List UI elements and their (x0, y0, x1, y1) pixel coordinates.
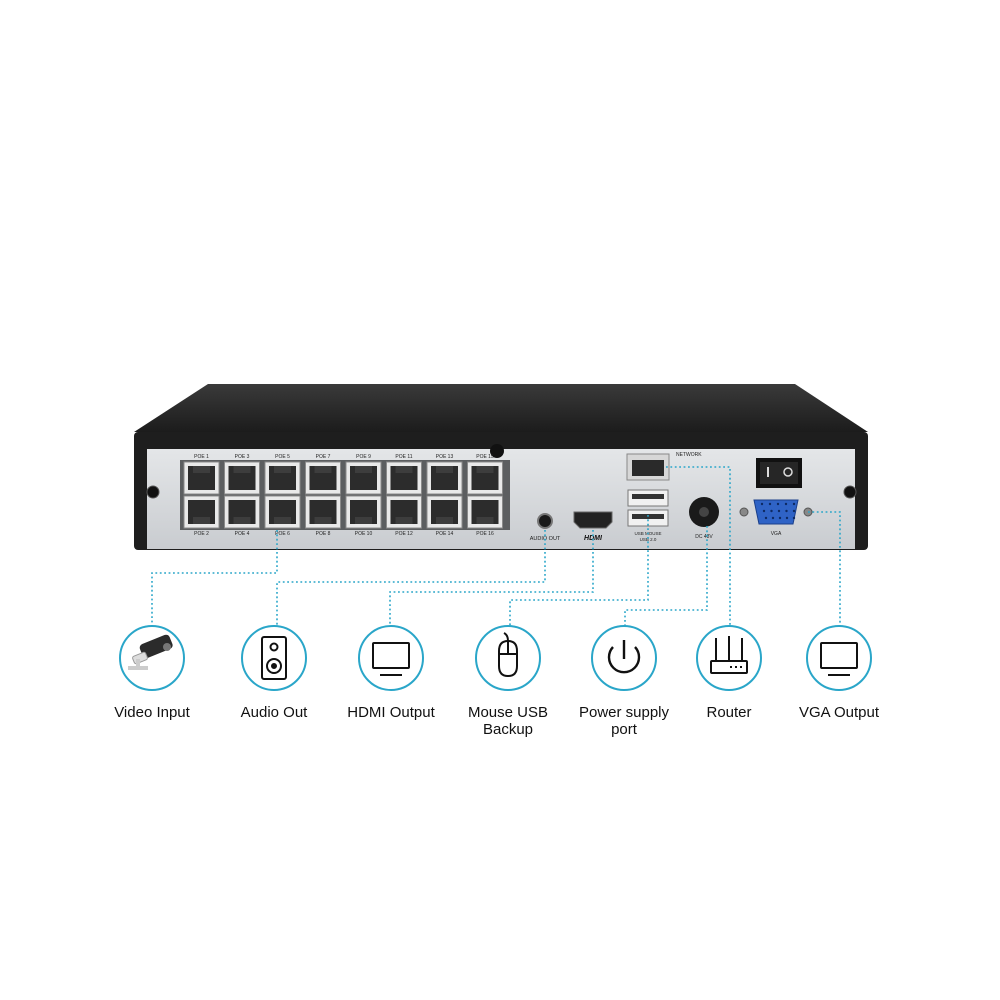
poe-port-label: POE 3 (235, 454, 250, 460)
poe-port-label: POE 6 (275, 531, 290, 537)
poe-port-label: POE 16 (476, 531, 494, 537)
feature-label-power-supply-port: Power supply port (559, 704, 689, 738)
feature-label-line: Router (706, 704, 752, 721)
vga-pin (785, 516, 789, 520)
chassis-top (134, 384, 868, 432)
poe-port (345, 495, 382, 529)
connector-lines (151, 466, 841, 626)
connector-mouse-usb (509, 515, 649, 626)
poe-port (426, 461, 463, 495)
feature-label-line: Video Input (114, 704, 190, 721)
vga-pin (784, 502, 788, 506)
poe-port-label: POE 8 (316, 531, 331, 537)
poe-port-label: POE 15 (476, 454, 494, 460)
poe-port-label: POE 10 (355, 531, 373, 537)
feature-label-line: Backup (482, 721, 534, 738)
poe-port (467, 495, 503, 529)
vga-pin (762, 509, 766, 513)
poe-port-label: POE 9 (356, 454, 371, 460)
feature-label-line: Power supply (578, 704, 670, 721)
feature-label-line: VGA Output (798, 704, 880, 721)
vga-pin (771, 516, 775, 520)
vga-pin (777, 509, 781, 513)
poe-port-label: POE 1 (194, 454, 209, 460)
feature-label-line: Audio Out (240, 704, 308, 721)
poe-port (183, 461, 220, 495)
connector-power-supply (624, 526, 708, 626)
poe-port-label: POE 13 (436, 454, 454, 460)
poe-port (305, 495, 341, 529)
connector-hdmi-output (389, 530, 594, 626)
feature-label-audio-out: Audio Out (209, 704, 339, 721)
chassis-screw-icon (490, 444, 504, 458)
dc-power-pin (699, 507, 709, 517)
vga-pin (785, 509, 788, 513)
connector-video-input (151, 530, 278, 626)
vga-port (753, 499, 799, 525)
hdmi-port-label: HDMI (584, 535, 603, 542)
poe-bottom-labels: POE 2 POE 4 POE 6 POE 8 POE 10 POE 12 POE 14 PO… (194, 531, 494, 537)
power-switch-mark (783, 467, 793, 477)
poe-port (264, 461, 301, 495)
vga-port-label: VGA (771, 531, 782, 537)
poe-port-block (180, 460, 510, 530)
feature-label-vga-output: VGA Output (774, 704, 904, 721)
network-port-socket (632, 460, 664, 476)
poe-port-label: POE 5 (275, 454, 290, 460)
vga-pin (776, 502, 780, 506)
feature-label-line: HDMI Output (347, 704, 435, 721)
hdmi-port (573, 511, 613, 529)
poe-port-label: POE 12 (395, 531, 413, 537)
chassis-screw-icon (146, 485, 160, 499)
dc-port-label: DC 48V (695, 534, 713, 540)
feature-label-mouse-usb-backup: Mouse USB Backup (443, 704, 573, 738)
power-switch-mark (767, 467, 769, 477)
feature-label-line: Mouse USB (467, 704, 549, 721)
poe-port (224, 495, 260, 529)
poe-port (386, 495, 422, 529)
poe-top-labels: POE 1 POE 3 POE 5 POE 7 POE 9 POE 11 POE 13 POE… (194, 454, 494, 460)
vga-pin (792, 509, 796, 513)
vga-pin (760, 502, 764, 506)
vga-pin (792, 516, 796, 520)
feature-label-line: port (611, 721, 637, 738)
vga-pin (768, 502, 772, 506)
vga-pin (778, 516, 782, 520)
poe-port (264, 495, 301, 529)
poe-port (345, 461, 382, 495)
poe-port-label: POE 4 (235, 531, 250, 537)
poe-port (183, 495, 220, 529)
poe-port (386, 461, 422, 495)
feature-label-hdmi-output: HDMI Output (326, 704, 456, 721)
audio-jack (537, 513, 553, 529)
feature-label-video-input: Video Input (87, 704, 217, 721)
connector-audio-out (276, 530, 546, 626)
vga-pin (764, 516, 768, 520)
poe-port-label: POE 7 (316, 454, 331, 460)
poe-port (224, 461, 260, 495)
vga-pin (792, 502, 796, 506)
poe-port (305, 461, 341, 495)
vga-pins (760, 502, 796, 520)
usb-port-tongue (632, 494, 664, 499)
vga-screw-icon (739, 507, 749, 517)
usb-port-label: USB 2.0 (640, 537, 657, 542)
poe-port (467, 461, 503, 495)
poe-port (426, 495, 463, 529)
poe-port-label: POE 2 (194, 531, 209, 537)
chassis-screw-icon (843, 485, 857, 499)
poe-port-label: POE 14 (436, 531, 454, 537)
poe-port-label: POE 11 (395, 454, 412, 460)
feature-label-router: Router (664, 704, 794, 721)
vga-pin (770, 509, 773, 513)
connector-vga-output (808, 511, 841, 626)
network-port-label: NETWORK (676, 452, 702, 458)
